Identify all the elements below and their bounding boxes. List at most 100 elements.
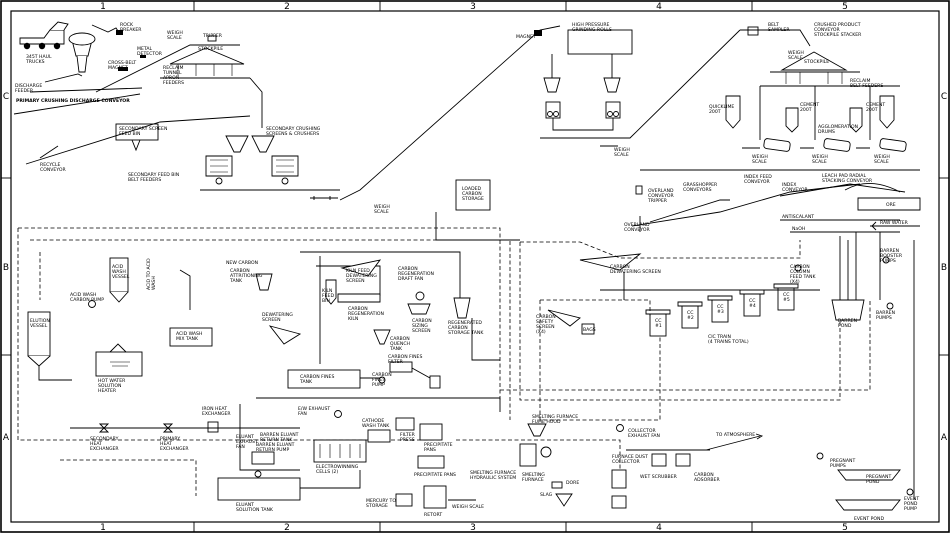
collector-fan-icon [616,424,624,432]
magnet-label: MAGNET [516,34,536,40]
ore-box [857,197,921,211]
cc3-label: CC#3 [717,304,724,315]
rock-breaker-icon [91,24,123,35]
carbon-sizing-screen [407,303,431,315]
carbon-safety-screen-icon [547,309,581,327]
stockpile-icon [169,47,245,65]
furnace-dust-collector [611,469,627,489]
retort [423,485,447,509]
row-label-a: A [3,433,10,443]
mercury-storage [395,493,413,507]
secondary-crushers-icon [205,135,299,185]
cic-train [500,240,871,421]
primary-crusher-icon [68,32,96,73]
agglomeration-drums-icon [763,138,907,152]
slag-pot [555,493,573,507]
magnet-hpgr-icon [534,30,542,36]
col-label-4: 4 [656,2,662,12]
precipitate-pans-label: PRECIPITATE PANS [414,472,456,478]
col-label-1-bottom: 1 [100,523,106,533]
primary-conveyor-label: PRIMARY CRUSHING DISCHARGE CONVEYOR [16,98,130,104]
carbon-quench-tank [373,329,391,345]
cathode-wash-tank [367,429,391,443]
col-label-1: 1 [100,2,106,12]
retort-label: RETORT [424,512,442,518]
regenerated-carbon-tank [453,297,471,319]
new-carbon-label: NEW CARBON [226,260,258,266]
ew-fan-icon [334,410,342,418]
col-label-5-bottom: 5 [842,523,848,533]
carbon-regeneration-kiln [337,293,381,303]
crushing-circuit [13,21,561,201]
belt-sampler-icon [747,26,759,36]
kiln-feed-bin [325,279,337,305]
pregnant-pond-icon [837,469,901,481]
elution-circuit [17,179,520,509]
draft-fan-icon [415,291,425,301]
smelting-circuit [456,423,764,509]
naoh-label: NaOH [792,226,805,232]
col-label-4-bottom: 4 [656,523,662,533]
carbon-fines-filter [389,361,413,373]
cc2-label: CC#2 [687,310,694,321]
dore-label: DORE [566,480,579,486]
antiscalant-label: ANTISCALANT [782,214,814,220]
cic-train-label: CIC TRAIN(4 TRAINS TOTAL) [708,334,749,345]
weigh-scale-bottom-label: WEIGH SCALE [452,504,484,510]
to-atmosphere-label: TO ATMOSPHERE [715,432,755,438]
magnet-icon [118,67,128,71]
smelting-furnace [519,443,537,467]
carbon-fines-tank [287,369,361,389]
row-label-b: B [3,263,9,273]
